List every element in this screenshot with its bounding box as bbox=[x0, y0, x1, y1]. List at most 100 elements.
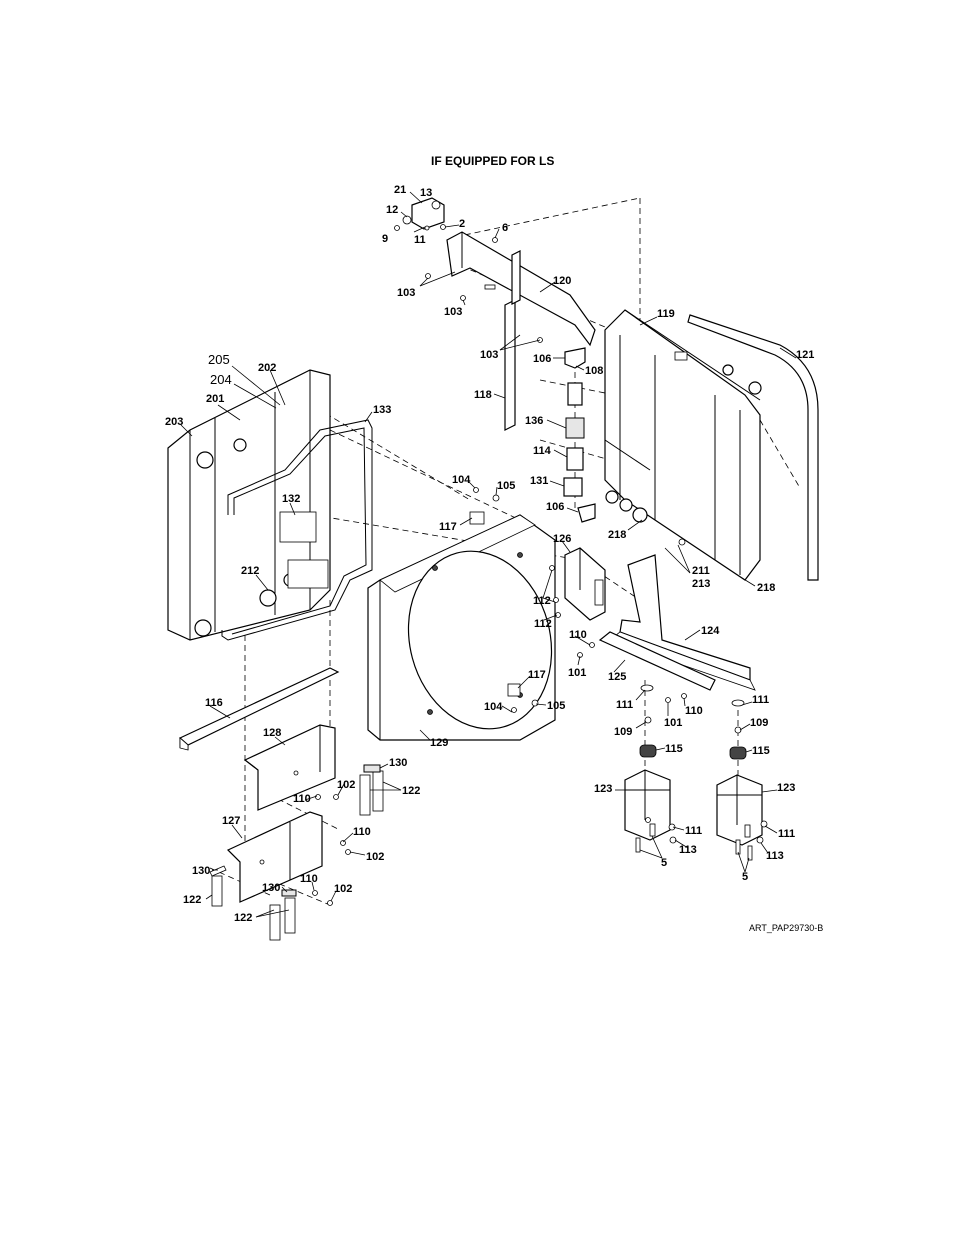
mount-bracket-123-left bbox=[624, 769, 677, 853]
seal-133 bbox=[221, 419, 373, 641]
callout-111-a: 111 bbox=[616, 699, 633, 711]
callout-128: 128 bbox=[263, 727, 281, 739]
bar-116 bbox=[178, 667, 340, 751]
callout-104-b: 104 bbox=[484, 701, 503, 713]
callout-109-b: 109 bbox=[750, 717, 768, 729]
callout-211: 211 bbox=[692, 565, 710, 577]
plate-128 bbox=[243, 724, 336, 811]
callout-103-a: 103 bbox=[397, 287, 415, 299]
callout-136: 136 bbox=[525, 415, 543, 427]
callout-112-a: 112 bbox=[533, 595, 551, 607]
mounting-plate-124 bbox=[577, 554, 756, 691]
hose-121 bbox=[687, 314, 819, 581]
callout-204: 204 bbox=[210, 372, 232, 387]
mount-hardware-left bbox=[639, 684, 687, 758]
callout-203: 203 bbox=[165, 416, 183, 428]
bracket-117-bottom bbox=[507, 683, 539, 713]
callout-114: 114 bbox=[533, 445, 552, 457]
upper-bracket-120 bbox=[446, 231, 596, 347]
callout-110-d: 110 bbox=[353, 826, 371, 838]
callout-113-b: 113 bbox=[766, 850, 784, 862]
callout-110-a: 110 bbox=[569, 629, 587, 641]
vertical-bar-118 bbox=[504, 250, 521, 431]
callout-111-b: 111 bbox=[752, 694, 769, 706]
plate-127 bbox=[226, 811, 323, 903]
callout-118: 118 bbox=[474, 389, 492, 401]
callout-113-a: 113 bbox=[679, 844, 697, 856]
callout-213: 213 bbox=[692, 578, 710, 590]
callout-5-b: 5 bbox=[742, 871, 748, 883]
art-id: ART_PAP29730-B bbox=[749, 923, 823, 933]
callout-133: 133 bbox=[373, 404, 391, 416]
callout-122-c: 122 bbox=[234, 912, 252, 924]
callout-218-a: 218 bbox=[608, 529, 626, 541]
callout-132: 132 bbox=[282, 493, 300, 505]
callout-2: 2 bbox=[459, 218, 465, 230]
callout-106-b: 106 bbox=[546, 501, 564, 513]
bracket-117-top bbox=[469, 487, 500, 525]
callout-11: 11 bbox=[414, 234, 426, 246]
callout-110-c: 110 bbox=[293, 793, 311, 805]
callout-111-d: 111 bbox=[778, 828, 795, 840]
callout-109-a: 109 bbox=[614, 726, 632, 738]
callout-212: 212 bbox=[241, 565, 259, 577]
callout-130-a: 130 bbox=[389, 757, 407, 769]
mount-hardware-right bbox=[729, 699, 747, 760]
callout-13: 13 bbox=[420, 187, 432, 199]
callout-116: 116 bbox=[205, 697, 223, 709]
strips-122-130 bbox=[209, 764, 384, 941]
callout-101-b: 101 bbox=[664, 717, 682, 729]
callout-108: 108 bbox=[585, 365, 603, 377]
left-radiator-201 bbox=[167, 369, 331, 641]
callout-205: 205 bbox=[208, 352, 230, 367]
leader-lines bbox=[180, 191, 797, 918]
callout-130-b: 130 bbox=[192, 865, 210, 877]
fan-shroud-129 bbox=[367, 514, 556, 741]
callout-12: 12 bbox=[386, 204, 398, 216]
callout-122-a: 122 bbox=[402, 785, 420, 797]
callout-201: 201 bbox=[206, 393, 224, 405]
callout-129: 129 bbox=[430, 737, 448, 749]
callout-127: 127 bbox=[222, 815, 240, 827]
callout-9: 9 bbox=[382, 233, 388, 245]
callout-102-b: 102 bbox=[366, 851, 384, 863]
small-bracket-assembly bbox=[394, 197, 543, 343]
callout-105-b: 105 bbox=[547, 700, 565, 712]
callout-122-b: 122 bbox=[183, 894, 201, 906]
callout-117-a: 117 bbox=[439, 521, 457, 533]
callout-130-c: 130 bbox=[262, 882, 280, 894]
callout-123-b: 123 bbox=[777, 782, 795, 794]
callout-119: 119 bbox=[657, 308, 675, 320]
callout-120: 120 bbox=[553, 275, 571, 287]
callout-102-a: 102 bbox=[337, 779, 355, 791]
mount-bracket-123-right bbox=[716, 774, 768, 861]
fittings-column bbox=[563, 347, 596, 523]
callout-112-b: 112 bbox=[534, 618, 552, 630]
callout-103-c: 103 bbox=[480, 349, 498, 361]
callout-125: 125 bbox=[608, 671, 626, 683]
callout-101-a: 101 bbox=[568, 667, 586, 679]
callout-102-c: 102 bbox=[334, 883, 352, 895]
callout-115-b: 115 bbox=[752, 745, 770, 757]
callout-131: 131 bbox=[530, 475, 548, 487]
callout-labels: 21 13 12 2 9 11 6 120 103 103 119 121 10… bbox=[165, 184, 814, 924]
callout-21: 21 bbox=[394, 184, 406, 196]
callout-123-a: 123 bbox=[594, 783, 612, 795]
callout-104-a: 104 bbox=[452, 474, 471, 486]
callout-105-a: 105 bbox=[497, 480, 515, 492]
callout-115-a: 115 bbox=[665, 743, 683, 755]
callout-106-a: 106 bbox=[533, 353, 551, 365]
callout-5-a: 5 bbox=[661, 857, 667, 869]
callout-121: 121 bbox=[796, 349, 814, 361]
callout-117-b: 117 bbox=[528, 669, 546, 681]
callout-103-b: 103 bbox=[444, 306, 462, 318]
callout-124: 124 bbox=[701, 625, 720, 637]
callout-111-c: 111 bbox=[685, 825, 702, 837]
diagram-title: IF EQUIPPED FOR LS bbox=[431, 154, 554, 168]
callout-6: 6 bbox=[502, 222, 508, 234]
right-radiator-119 bbox=[604, 309, 762, 581]
callout-110-b: 110 bbox=[685, 705, 703, 717]
callout-126: 126 bbox=[553, 533, 571, 545]
